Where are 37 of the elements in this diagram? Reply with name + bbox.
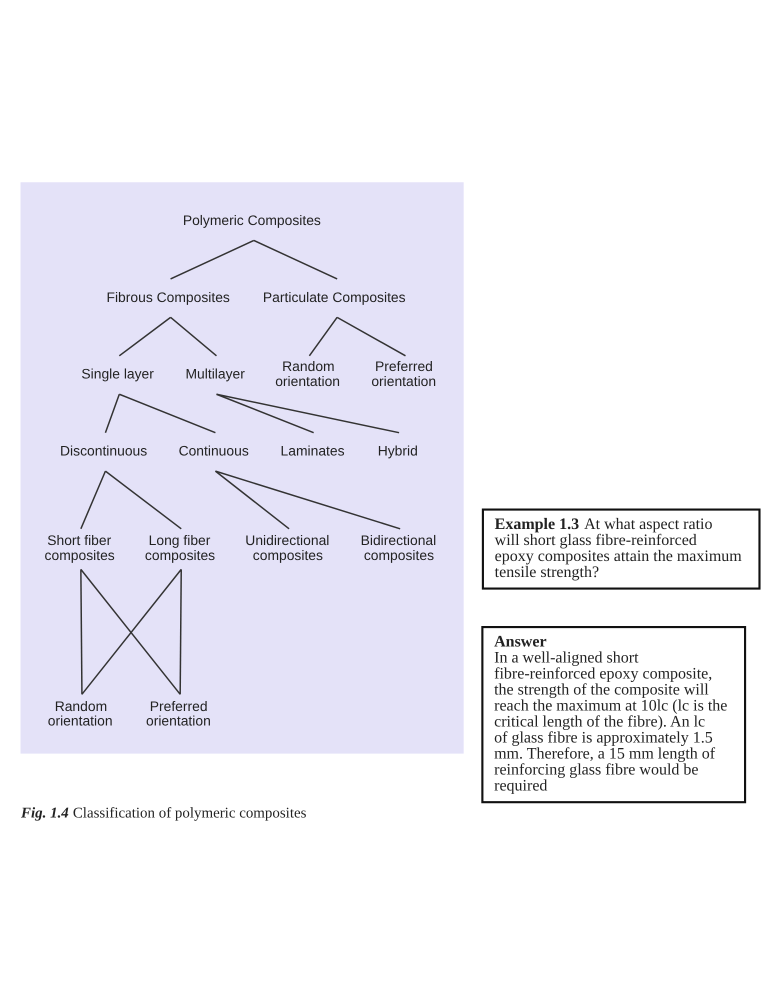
connector xyxy=(216,393,400,433)
connector xyxy=(179,568,182,694)
node-text: Fibrous Composites xyxy=(106,288,230,304)
node-box: Example 1.3 At what aspect ratio will short glass fibre-reinforced epoxy composites attain the maximum tensile strength? xyxy=(482,508,761,590)
connector xyxy=(215,470,400,530)
connector xyxy=(80,470,106,529)
node-text: Discontinuous xyxy=(60,442,148,458)
node-box: Answer In a well-aligned short fibre-reinforced epoxy composite, the strength of the composite will reach the maximum at 10lc (lc is the critical length of the fibre). An lc of glass fibre is approximately 1.5 mm. Therefore, a 15 mm length of reinforcing glass fibre would be required xyxy=(481,625,746,803)
node-text: Particulate Composites xyxy=(262,288,406,304)
connector xyxy=(254,239,338,280)
node-text: Polymeric Composites xyxy=(182,211,321,228)
cluster xyxy=(20,182,464,754)
node-text: Laminates xyxy=(280,442,345,458)
connector xyxy=(118,316,171,356)
connector xyxy=(214,470,290,529)
connector xyxy=(170,239,254,280)
connector xyxy=(308,316,338,356)
connector xyxy=(216,393,314,433)
node-text: Single layer xyxy=(81,365,154,382)
node-text: Hybrid xyxy=(378,442,418,458)
connector xyxy=(336,316,406,356)
node-text: Unidirectional composites xyxy=(245,532,330,563)
node-text: Random orientation xyxy=(275,358,340,389)
node-text: Bidirectional composites xyxy=(360,532,436,563)
node-text: Long fiber composites xyxy=(144,532,216,563)
node-text: Preferred orientation xyxy=(146,697,211,728)
connector xyxy=(119,393,216,433)
node-text: Preferred orientation xyxy=(371,358,436,389)
connector xyxy=(170,316,217,356)
node-text: Multilayer xyxy=(186,365,245,382)
node-text: Continuous xyxy=(178,442,249,458)
connector xyxy=(104,394,120,432)
connector xyxy=(104,470,182,529)
node-text: Short fiber composites xyxy=(44,532,115,563)
connector xyxy=(80,568,83,694)
caption: Fig. 1.4 Classification of polymeric composites xyxy=(21,804,306,821)
node-text: Random orientation xyxy=(48,697,113,728)
